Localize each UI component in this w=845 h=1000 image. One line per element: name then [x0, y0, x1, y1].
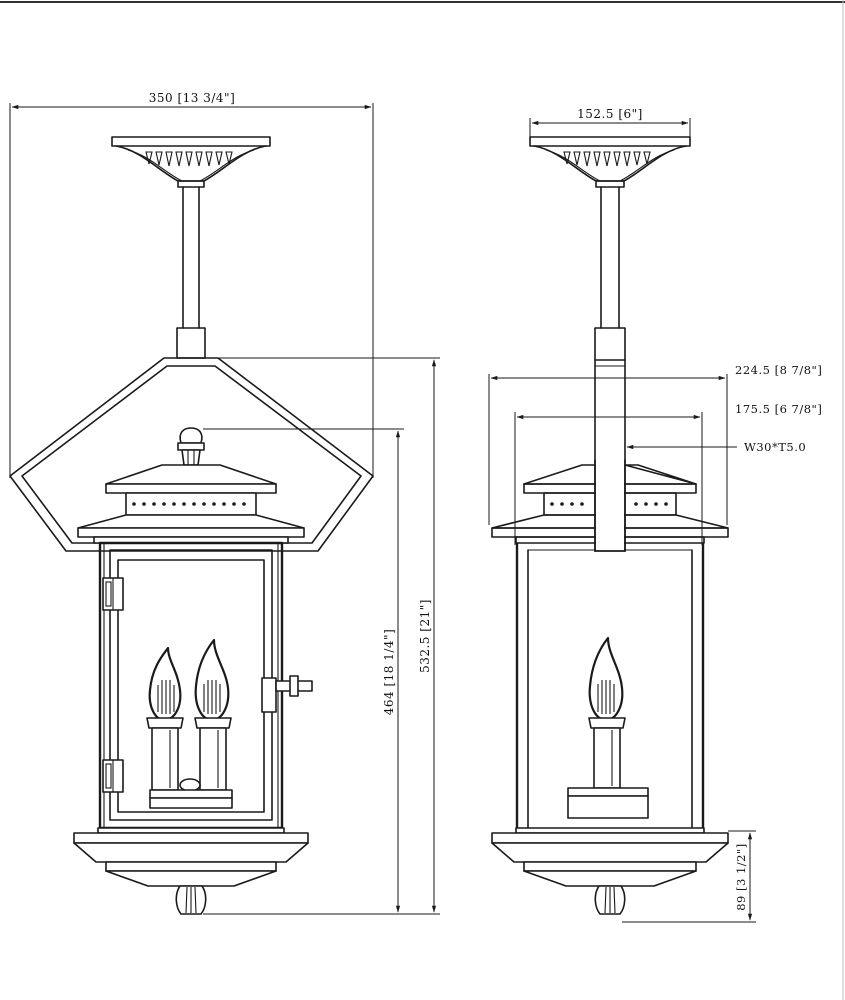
front-candle	[567, 636, 649, 819]
top-finial	[177, 427, 205, 466]
hinge-upper	[102, 577, 124, 611]
bracket-size-label: W30*T5.0	[744, 440, 806, 454]
body-height-label: 464 [18 1/4"]	[382, 629, 396, 716]
candle-cluster	[146, 638, 233, 809]
overall-width-label: 350 [13 3/4"]	[149, 91, 236, 105]
roof-dots	[132, 502, 246, 506]
canopy	[111, 136, 271, 188]
side-view: 350 [13 3/4"]	[9, 91, 440, 915]
front-canopy	[529, 136, 691, 188]
canopy-width-label: 152.5 [6"]	[577, 107, 643, 121]
height-dimensions: 464 [18 1/4"] 532.5 [21"]	[203, 357, 440, 915]
door-latch	[261, 675, 313, 713]
front-body	[515, 543, 705, 829]
roof	[77, 464, 305, 544]
front-bottom-pan	[491, 827, 729, 915]
overall-width-dimension: 350 [13 3/4"]	[9, 91, 374, 478]
canopy-width-dimension: 152.5 [6"]	[529, 107, 691, 137]
hinge-lower	[102, 759, 124, 793]
front-width-dimensions: 224.5 [8 7/8"] 175.5 [6 7/8"] W30*T5.0	[488, 363, 822, 545]
body-width-outer-label: 224.5 [8 7/8"]	[735, 363, 822, 377]
stem	[176, 186, 206, 359]
canopy-flutes	[145, 151, 233, 167]
front-roof	[491, 459, 729, 552]
body-width-inner-label: 175.5 [6 7/8"]	[735, 402, 822, 416]
overall-height-label: 532.5 [21"]	[418, 599, 432, 673]
front-view: 152.5 [6"] 224.5 [8 7/8"]	[488, 107, 822, 923]
bottom-height-dimension: 89 [3 1/2"]	[622, 830, 756, 923]
bottom-height-label: 89 [3 1/2"]	[734, 843, 748, 911]
bottom-pan	[73, 827, 309, 915]
